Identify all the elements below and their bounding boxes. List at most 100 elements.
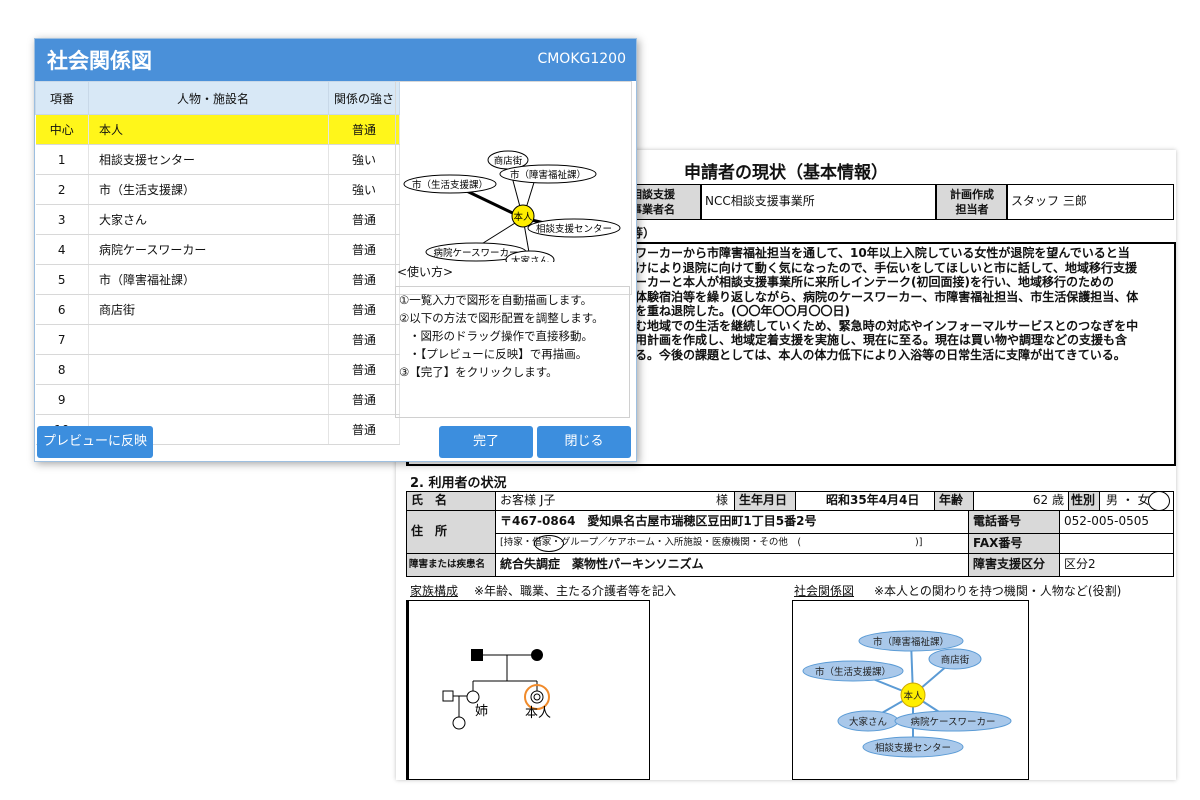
niece-circle	[452, 716, 466, 730]
name-cell[interactable]	[88, 384, 329, 415]
row-no: 8	[35, 354, 89, 385]
narrative-line: 用計画を作成し、地域定着支援を実施し、現在に至る。現在は買い物や調理などの支援も…	[635, 333, 1128, 347]
table-row[interactable]: 2 市（生活支援課） 強い	[35, 174, 400, 205]
node-label: 市（障害福祉課）	[510, 169, 586, 181]
node-seikatsu[interactable]	[403, 174, 497, 194]
col-name-header: 人物・施設名	[88, 81, 329, 115]
node-label: 市（生活支援課）	[815, 666, 891, 678]
name-cell[interactable]: 本人	[88, 114, 329, 145]
row-no: 9	[35, 384, 89, 415]
node-label-center: 本人	[903, 690, 923, 702]
client-name: お客様 J子	[500, 493, 556, 507]
name-cell[interactable]: 大家さん	[88, 204, 329, 235]
node-shogai	[858, 630, 964, 652]
node-label: 相談支援センター	[875, 742, 951, 754]
office-label: 相談支援 事業者名	[624, 184, 702, 220]
family-genogram: 姉 本人	[442, 649, 551, 730]
node-label: 市（障害福祉課）	[873, 636, 949, 648]
node-label: 病院ケースワーカー	[433, 247, 518, 259]
office-label-line2: 事業者名	[631, 203, 675, 216]
age-label: 年齢	[934, 491, 974, 511]
node-shogai[interactable]	[499, 164, 597, 184]
done-button[interactable]: 完了	[439, 426, 533, 458]
social-diagram-box: 市（障害福祉課） 市（生活支援課） 商店街 大家さん 病院ケースワーカー 相談支…	[792, 600, 1029, 780]
table-row[interactable]: 1 相談支援センター 強い	[35, 144, 400, 175]
brother-in-law-square	[442, 690, 454, 702]
office-value: NCC相談支援事業所	[700, 184, 936, 220]
dob-label: 生年月日	[734, 491, 796, 511]
node-center	[900, 682, 926, 708]
section2-heading: 2. 利用者の状況	[410, 476, 507, 491]
table-row[interactable]: 9 普通	[35, 384, 400, 415]
node-label: 大家さん	[511, 255, 549, 262]
strength-cell[interactable]: 普通	[328, 414, 400, 445]
dob-value: 昭和35年4月4日	[795, 491, 935, 511]
table-header-row: 項番 人物・施設名 関係の強さ	[35, 81, 400, 115]
name-cell[interactable]: 市（生活支援課）	[88, 174, 329, 205]
self-inner-circle	[533, 693, 541, 701]
table-row[interactable]: 4 病院ケースワーカー 普通	[35, 234, 400, 265]
phone-value: 052-005-0505	[1059, 510, 1174, 534]
name-cell[interactable]	[88, 354, 329, 385]
strength-cell[interactable]: 強い	[328, 174, 400, 205]
document-title: 申請者の現状（基本情報）	[684, 163, 888, 183]
table-row[interactable]: 6 商店街 普通	[35, 294, 400, 325]
howto-line: ・図形のドラッグ操作で直接移動。	[409, 329, 593, 343]
strength-cell[interactable]: 強い	[328, 144, 400, 175]
howto-line: ①一覧入力で図形を自動描画します。	[399, 293, 593, 307]
strength-cell[interactable]: 普通	[328, 234, 400, 265]
node-sodan[interactable]	[527, 218, 621, 238]
node-label: 市（生活支援課）	[412, 179, 488, 191]
self-circle	[530, 690, 544, 704]
age-value: 62 歳	[973, 491, 1069, 511]
office-label-line1: 相談支援	[631, 188, 675, 201]
node-center[interactable]	[511, 204, 535, 228]
name-cell[interactable]: 相談支援センター	[88, 144, 329, 175]
node-sodan	[862, 736, 964, 758]
narrative-line: 体験宿泊等を繰り返しながら、病院のケースワーカー、市障害福祉担当、市生活保護担当…	[635, 289, 1139, 304]
node-shoten	[928, 648, 982, 670]
howto-line: ②以下の方法で図形配置を調整します。	[399, 311, 604, 325]
relation-map-canvas: 商店街 市（障害福祉課） 市（生活支援課） 相談支援センター 病院ケースワーカー…	[403, 150, 621, 270]
row-no: 2	[35, 174, 89, 205]
strength-cell[interactable]: 普通	[328, 294, 400, 325]
housing-circle-mark	[534, 535, 564, 552]
support-label: 障害支援区分	[968, 553, 1060, 577]
strength-cell[interactable]: 普通	[328, 354, 400, 385]
honorific: 様	[715, 493, 728, 507]
social-note: ※本人との関わりを持つ機関・人物など(役割)	[874, 584, 1122, 598]
history-heading: 等）	[631, 226, 656, 240]
node-label: 商店街	[494, 155, 523, 167]
node-label-center: 本人	[513, 211, 533, 223]
family-label: 家族構成	[410, 584, 459, 598]
table-row[interactable]: 3 大家さん 普通	[35, 204, 400, 235]
name-label: 氏 名	[406, 491, 496, 511]
narrative-line: ーカーと本人が相談支援事業所に来所しインテーク(初回面接)を行い、地域移行のため…	[635, 275, 1114, 289]
name-cell[interactable]: 市（障害福祉課）	[88, 264, 329, 295]
housing-options: [持家・借家・グループ／ケアホーム・入所施設・医療機関・その他 ( )]	[495, 533, 969, 554]
father-square	[471, 649, 483, 661]
strength-cell[interactable]: 普通	[328, 204, 400, 235]
strength-cell[interactable]: 普通	[328, 264, 400, 295]
sex-label: 性別	[1068, 491, 1100, 511]
table-row[interactable]: 5 市（障害福祉課） 普通	[35, 264, 400, 295]
address-value: 〒467-0864 愛知県名古屋市瑞穂区豆田町1丁目5番2号	[495, 510, 969, 534]
strength-cell[interactable]: 普通	[328, 114, 400, 145]
strength-cell[interactable]: 普通	[328, 324, 400, 355]
social-map-mini: 市（障害福祉課） 市（生活支援課） 商店街 大家さん 病院ケースワーカー 相談支…	[802, 630, 1012, 758]
name-cell[interactable]: 病院ケースワーカー	[88, 234, 329, 265]
social-label: 社会関係図	[794, 584, 855, 598]
disease-value: 統合失調症 薬物性パーキンソニズム	[495, 553, 969, 577]
strength-cell[interactable]: 普通	[328, 384, 400, 415]
apply-preview-button[interactable]: プレビューに反映	[37, 426, 153, 458]
narrative-line: む地域での生活を継続していくため、緊急時の対応やインフォーマルサービスとのつなぎ…	[635, 318, 1139, 333]
name-cell[interactable]	[88, 324, 329, 355]
name-cell[interactable]: 商店街	[88, 294, 329, 325]
table-row-center[interactable]: 中心 本人 普通	[35, 114, 400, 145]
close-button[interactable]: 閉じる	[537, 426, 631, 458]
narrative-line: ワーカーから市障害福祉担当を通して、10年以上入院している女性が退院を望んでいる…	[635, 246, 1130, 260]
table-row[interactable]: 8 普通	[35, 354, 400, 385]
table-row[interactable]: 7 普通	[35, 324, 400, 355]
age-unit: 歳	[1051, 493, 1064, 507]
screen-code: CMOKG1200	[537, 51, 626, 67]
